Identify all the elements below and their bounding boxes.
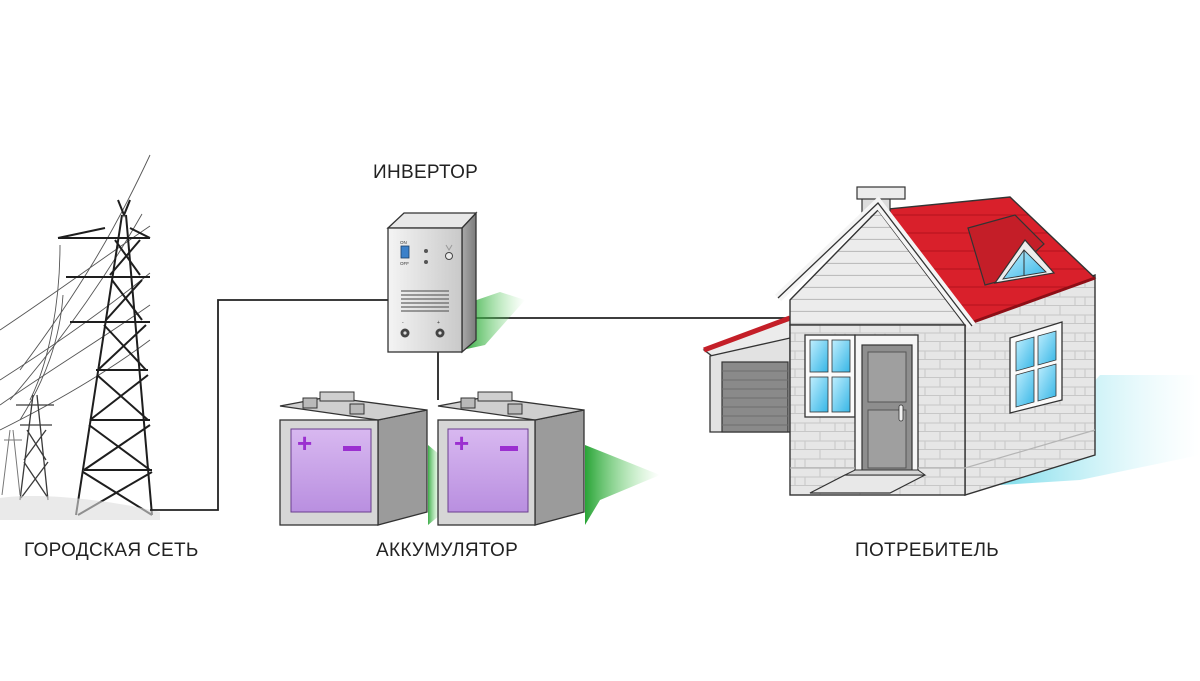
svg-text:+: + (454, 428, 469, 458)
power-tower-icon (0, 154, 160, 520)
garage (702, 315, 791, 433)
front-door (854, 334, 919, 476)
switch-off-label: OFF (400, 261, 409, 266)
city-grid-label: ГОРОДСКАЯ СЕТЬ (24, 540, 199, 561)
switch-on-label: ON (400, 240, 407, 245)
battery-icon: + (279, 391, 440, 526)
side-window (1009, 321, 1063, 414)
house-icon (702, 186, 1200, 496)
svg-text:+: + (437, 320, 440, 326)
svg-text:+: + (297, 428, 312, 458)
battery-label: АККУМУЛЯТОР (376, 540, 519, 561)
battery-icon-2: + (437, 391, 660, 526)
inverter-icon: ON OFF - + (386, 211, 525, 354)
dormer-window (967, 214, 1056, 286)
entrance-steps (809, 469, 927, 494)
front-window (804, 334, 856, 418)
inverter-label: ИНВЕРТОР (373, 162, 479, 183)
connection-wires (150, 299, 790, 511)
svg-text:-: - (402, 320, 404, 326)
consumer-label: ПОТРЕБИТЕЛЬ (855, 540, 1000, 561)
